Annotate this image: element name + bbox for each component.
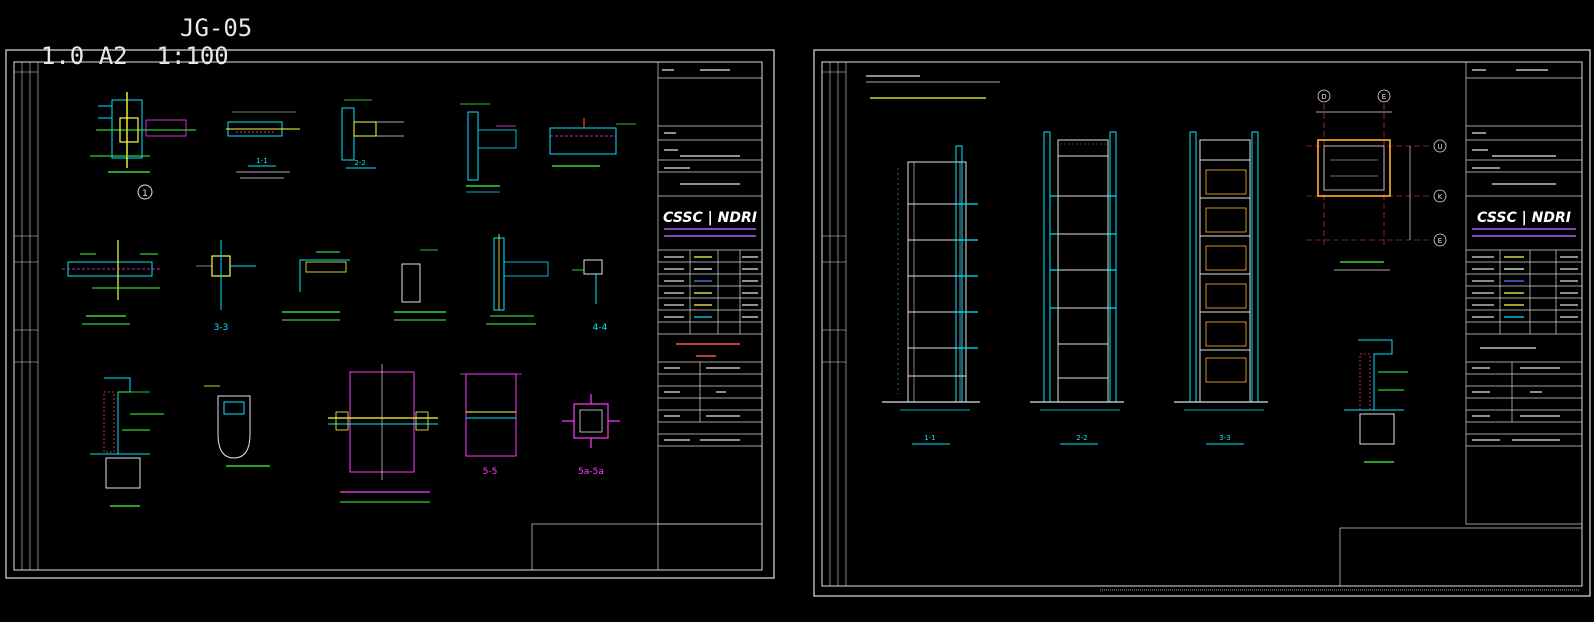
beam-column-connection-detail[interactable]	[460, 103, 517, 193]
sheet-right-inner-border	[821, 61, 1583, 587]
detail-parapet-section[interactable]	[90, 377, 164, 507]
section-2-2-detail[interactable]	[341, 99, 404, 169]
sheet-left-signature-marks	[664, 256, 758, 318]
detail-column-beam-plan[interactable]	[328, 364, 438, 503]
sheet-right-outer-border	[813, 49, 1591, 597]
drawing-code: JG-05	[180, 14, 253, 42]
svg-text:E: E	[1382, 93, 1386, 101]
axis-marker-u: U	[1433, 139, 1447, 153]
axis-marker-k: K	[1433, 189, 1447, 203]
axis-marker-e2: E	[1433, 233, 1447, 247]
sheet-left-title-text-marks	[662, 69, 740, 441]
detail-rounded-pit[interactable]	[204, 385, 270, 467]
sheet-right[interactable]: CSSC | NDRI	[813, 49, 1591, 597]
svg-text:U: U	[1437, 143, 1442, 151]
section-5a-5a-detail[interactable]	[562, 394, 620, 448]
sheet-left-logo-subtitle	[664, 228, 756, 237]
detail-wall-beam-joint[interactable]	[486, 234, 549, 325]
section-5-5-label: 5-5	[483, 467, 498, 477]
section-4-4-label: 4-4	[593, 323, 608, 333]
elevation-3-3-label: 3-3	[1219, 434, 1230, 442]
elevation-1-1[interactable]	[882, 145, 980, 445]
svg-text:K: K	[1438, 193, 1443, 201]
sheet-left-title-red-marks	[676, 343, 740, 357]
drawing-header: 1.0 A2 1:100 JG-05	[12, 14, 252, 98]
detail-1-column-joint[interactable]	[90, 92, 196, 173]
sheet-left-logo: CSSC | NDRI	[663, 210, 757, 226]
slab-edge-detail[interactable]	[549, 118, 636, 167]
sheet-left-title-block[interactable]	[531, 61, 763, 571]
section-1-1-label: 1-1	[256, 157, 267, 165]
detail-1-marker-circle	[137, 184, 153, 200]
sheet-right-notes	[866, 75, 1000, 99]
elevation-1-1-label: 1-1	[924, 434, 935, 442]
axis-marker-e: E	[1377, 89, 1391, 103]
sheet-right-logo: CSSC | NDRI	[1477, 210, 1571, 226]
detail-gzl-column[interactable]	[394, 249, 446, 321]
shaft-plan-view[interactable]	[1306, 104, 1430, 271]
section-1-1-detail[interactable]	[226, 111, 300, 179]
section-5a-5a-label: 5a-5a	[578, 467, 604, 477]
elevation-3-3[interactable]	[1174, 131, 1268, 445]
scale-label: 1.0 A2 1:100	[40, 42, 229, 70]
section-5-5-detail[interactable]	[460, 373, 522, 457]
axis-marker-d: D	[1317, 89, 1331, 103]
sheet-right-parapet-detail[interactable]	[1344, 339, 1408, 463]
sheet-left-inner-border	[13, 61, 763, 571]
svg-text:E: E	[1438, 237, 1442, 245]
sheet-left-revision-strip	[14, 62, 39, 570]
sheet-right-title-text-marks	[1472, 69, 1560, 441]
section-3-3-label: 3-3	[214, 323, 229, 333]
section-2-2-label: 2-2	[354, 159, 365, 167]
detail-corner-beam[interactable]	[282, 251, 350, 321]
elevation-2-2[interactable]	[1030, 131, 1124, 445]
sheet-left[interactable]: CSSC | NDRI 1	[5, 49, 775, 579]
elevation-2-2-label: 2-2	[1076, 434, 1087, 442]
sheet-right-revision-strip	[822, 62, 847, 586]
section-4-4-detail[interactable]	[572, 259, 603, 304]
sheet-right-signature-marks	[1472, 256, 1578, 318]
section-3-3-detail[interactable]	[196, 240, 256, 310]
sheet-right-title-block[interactable]	[1339, 61, 1583, 587]
detail-1-marker-text: 1	[142, 189, 148, 199]
detail-beam-through-wall[interactable]	[62, 240, 160, 325]
svg-text:D: D	[1321, 93, 1326, 101]
sheet-left-outer-border	[5, 49, 775, 579]
sheet-right-logo-subtitle	[1472, 228, 1576, 237]
